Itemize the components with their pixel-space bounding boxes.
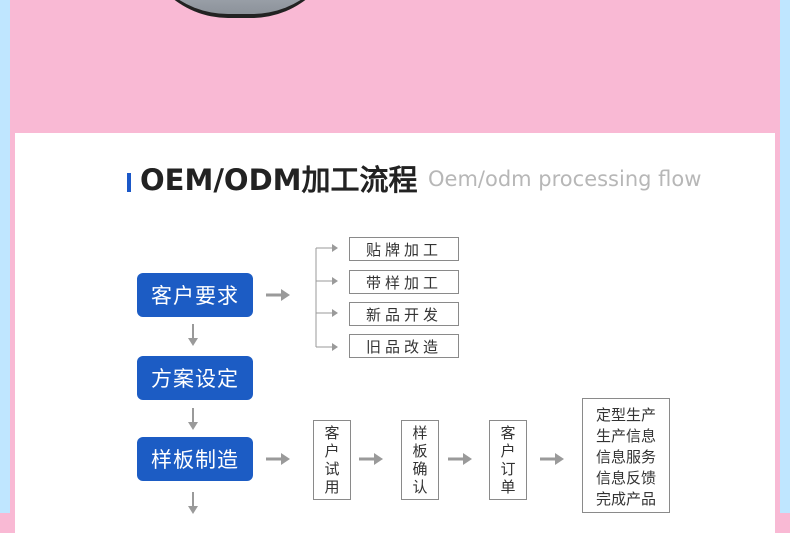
box-final-production: 定型生产 生产信息 信息服务 信息反馈 完成产品 [582,398,670,513]
box-char: 确 [412,460,428,478]
small-arrow-right-icon [332,309,338,317]
final-item: 生产信息 [595,427,656,445]
title-accent-bar [127,173,131,192]
arrow-down-head-icon [188,422,198,430]
option-oem-branding: 贴牌加工 [349,237,459,261]
left-edge-strip [0,0,10,513]
section-title: OEM/ODM加工流程 [140,163,418,197]
flow-connectors [188,244,564,514]
step-plan-setting: 方案设定 [137,356,253,400]
right-edge-strip [780,0,790,513]
box-sample-confirmation: 样 板 确 认 [401,420,439,500]
final-item: 信息反馈 [595,469,656,487]
step-sample-making: 样板制造 [137,437,253,481]
arrow-right-head-icon [555,453,564,465]
option-sample-processing: 带样加工 [349,270,459,294]
box-char: 客 [324,424,340,442]
box-char: 客 [500,424,516,442]
box-char: 认 [412,478,428,496]
option-old-product-renovation: 旧品改造 [349,334,459,358]
box-char: 单 [500,478,516,496]
box-char: 样 [412,424,428,442]
arrow-right-head-icon [281,453,290,465]
arrow-down-head-icon [188,506,198,514]
small-arrow-right-icon [332,343,338,351]
small-arrow-right-icon [332,244,338,252]
arrow-down-head-icon [188,338,198,346]
box-char: 板 [412,442,428,460]
box-customer-trial: 客 户 试 用 [313,420,351,500]
option-new-product-development: 新品开发 [349,302,459,326]
arrow-right-head-icon [463,453,472,465]
final-item: 完成产品 [595,490,656,508]
box-char: 户 [324,442,340,460]
box-customer-order: 客 户 订 单 [489,420,527,500]
box-char: 试 [324,460,340,478]
section-subtitle: Oem/odm processing flow [428,167,702,191]
small-arrow-right-icon [332,277,338,285]
box-char: 户 [500,442,516,460]
arrow-right-head-icon [281,289,290,301]
final-item: 定型生产 [595,406,656,424]
box-char: 用 [324,478,340,496]
arrow-right-head-icon [374,453,383,465]
final-item: 信息服务 [595,448,656,466]
step-customer-requirements: 客户要求 [137,273,253,317]
box-char: 订 [500,460,516,478]
